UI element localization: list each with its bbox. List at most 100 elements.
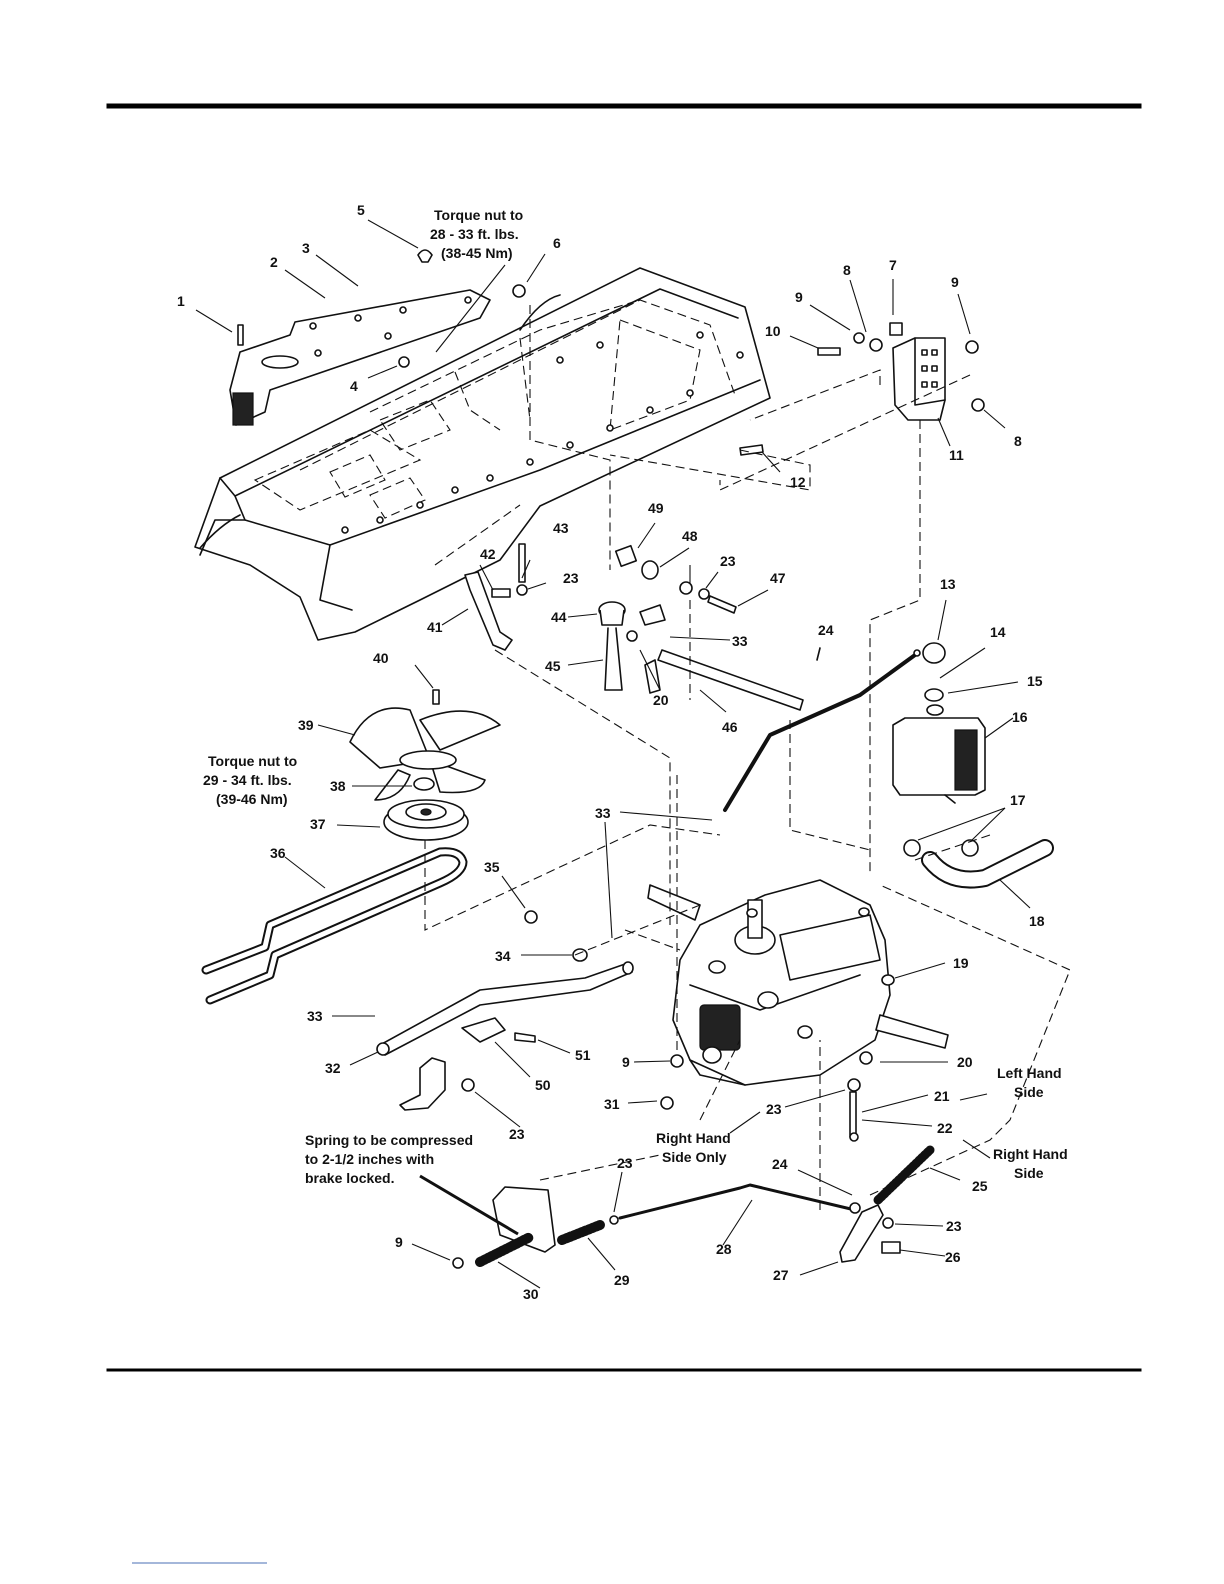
pulley-37 <box>383 799 469 841</box>
svg-text:Side: Side <box>1014 1165 1044 1181</box>
callout-37: 37 <box>310 816 326 832</box>
cooling-fan <box>349 689 501 801</box>
drive-belt-36 <box>201 847 468 1005</box>
callout-27: 27 <box>773 1267 789 1283</box>
callout-26: 26 <box>945 1249 961 1265</box>
callout-41: 41 <box>427 619 443 635</box>
bracket-lower <box>399 1057 446 1111</box>
callout-28: 28 <box>716 1241 732 1257</box>
svg-text:Torque nut to: Torque nut to <box>434 207 523 223</box>
callout-20-right: 20 <box>957 1054 973 1070</box>
hose-assembly <box>903 839 1054 889</box>
callout-15: 15 <box>1027 673 1043 689</box>
bracket-50 <box>461 1017 506 1043</box>
callout-31: 31 <box>604 1096 620 1112</box>
callout-35: 35 <box>484 859 500 875</box>
callout-16: 16 <box>1012 709 1028 725</box>
svg-text:28 - 33 ft. lbs.: 28 - 33 ft. lbs. <box>430 226 519 242</box>
svg-text:Right Hand: Right Hand <box>656 1130 731 1146</box>
callout-34: 34 <box>495 948 511 964</box>
callout-33-left: 33 <box>307 1008 323 1024</box>
callout-36: 36 <box>270 845 286 861</box>
callout-42: 42 <box>480 546 496 562</box>
callout-43: 43 <box>553 520 569 536</box>
svg-text:Spring to be compressed: Spring to be compressed <box>305 1132 473 1148</box>
left-hand-side-note: Left Hand Side <box>997 1065 1062 1100</box>
svg-text:brake locked.: brake locked. <box>305 1170 395 1186</box>
spring-note: Spring to be compressed to 2-1/2 inches … <box>305 1132 473 1186</box>
callout-8-top: 8 <box>843 262 851 278</box>
callout-9-spring: 9 <box>395 1234 403 1250</box>
callout-9-left: 9 <box>795 289 803 305</box>
callout-24-top: 24 <box>818 622 834 638</box>
callout-23-rod: 23 <box>617 1155 633 1171</box>
leader-lines <box>195 219 1031 1289</box>
callout-25: 25 <box>972 1178 988 1194</box>
callout-19: 19 <box>953 955 969 971</box>
callout-1: 1 <box>177 293 185 309</box>
svg-text:(39-46 Nm): (39-46 Nm) <box>216 791 288 807</box>
nut-38 <box>413 777 435 791</box>
callout-9-transaxle: 9 <box>622 1054 630 1070</box>
callout-51: 51 <box>575 1047 591 1063</box>
right-hand-side-note: Right Hand Side <box>993 1146 1068 1181</box>
reservoir <box>892 642 986 804</box>
control-rod-14 <box>723 653 917 812</box>
callout-49: 49 <box>648 500 664 516</box>
callout-18: 18 <box>1029 913 1045 929</box>
callout-7: 7 <box>889 257 897 273</box>
callout-23-center: 23 <box>563 570 579 586</box>
callout-6: 6 <box>553 235 561 251</box>
callout-12: 12 <box>790 474 806 490</box>
callout-48: 48 <box>682 528 698 544</box>
callout-23-lower-bracket: 23 <box>509 1126 525 1142</box>
callout-13: 13 <box>940 576 956 592</box>
right-hand-side-only-note: Right Hand Side Only <box>656 1130 731 1165</box>
footer-rule <box>106 1368 1142 1372</box>
callout-50: 50 <box>535 1077 551 1093</box>
alignment-lines <box>424 305 1071 1210</box>
chassis-frame <box>194 267 771 641</box>
callout-14: 14 <box>990 624 1006 640</box>
callout-45: 45 <box>545 658 561 674</box>
callout-46: 46 <box>722 719 738 735</box>
callout-10: 10 <box>765 323 781 339</box>
callout-30: 30 <box>523 1286 539 1302</box>
torque-note-top: Torque nut to 28 - 33 ft. lbs. (38-45 Nm… <box>430 207 523 261</box>
transaxle <box>647 879 949 1086</box>
torque-note-fan: Torque nut to 29 - 34 ft. lbs. (39-46 Nm… <box>203 753 297 807</box>
callout-20-center: 20 <box>653 692 669 708</box>
svg-text:Side: Side <box>1014 1084 1044 1100</box>
callout-23-arm: 23 <box>946 1218 962 1234</box>
svg-text:Side Only: Side Only <box>662 1149 727 1165</box>
spring-25 <box>873 1145 935 1205</box>
callout-2: 2 <box>270 254 278 270</box>
callout-4: 4 <box>350 378 358 394</box>
callout-11: 11 <box>949 447 964 463</box>
callout-39: 39 <box>298 717 314 733</box>
callout-29: 29 <box>614 1272 630 1288</box>
callout-21: 21 <box>934 1088 950 1104</box>
brake-rod-assembly <box>452 1183 861 1269</box>
callout-24-lower: 24 <box>772 1156 788 1172</box>
callout-5: 5 <box>357 202 365 218</box>
callout-9-right: 9 <box>951 274 959 290</box>
callout-23-upper: 23 <box>720 553 736 569</box>
callout-17: 17 <box>1010 792 1026 808</box>
callout-40: 40 <box>373 650 389 666</box>
svg-text:29 - 34 ft. lbs.: 29 - 34 ft. lbs. <box>203 772 292 788</box>
top-hardware <box>237 249 985 456</box>
svg-text:Left Hand: Left Hand <box>997 1065 1062 1081</box>
brake-arm-27 <box>839 1204 884 1263</box>
svg-text:(38-45 Nm): (38-45 Nm) <box>441 245 513 261</box>
callout-47: 47 <box>770 570 786 586</box>
svg-text:Torque nut to: Torque nut to <box>208 753 297 769</box>
callout-3: 3 <box>302 240 310 256</box>
callout-22: 22 <box>937 1120 953 1136</box>
callout-38: 38 <box>330 778 346 794</box>
callout-labels: 1 2 3 4 5 6 7 8 9 9 10 8 11 12 13 14 15 … <box>177 202 1045 1302</box>
callout-33-center: 33 <box>595 805 611 821</box>
bracket-plate <box>229 289 491 426</box>
